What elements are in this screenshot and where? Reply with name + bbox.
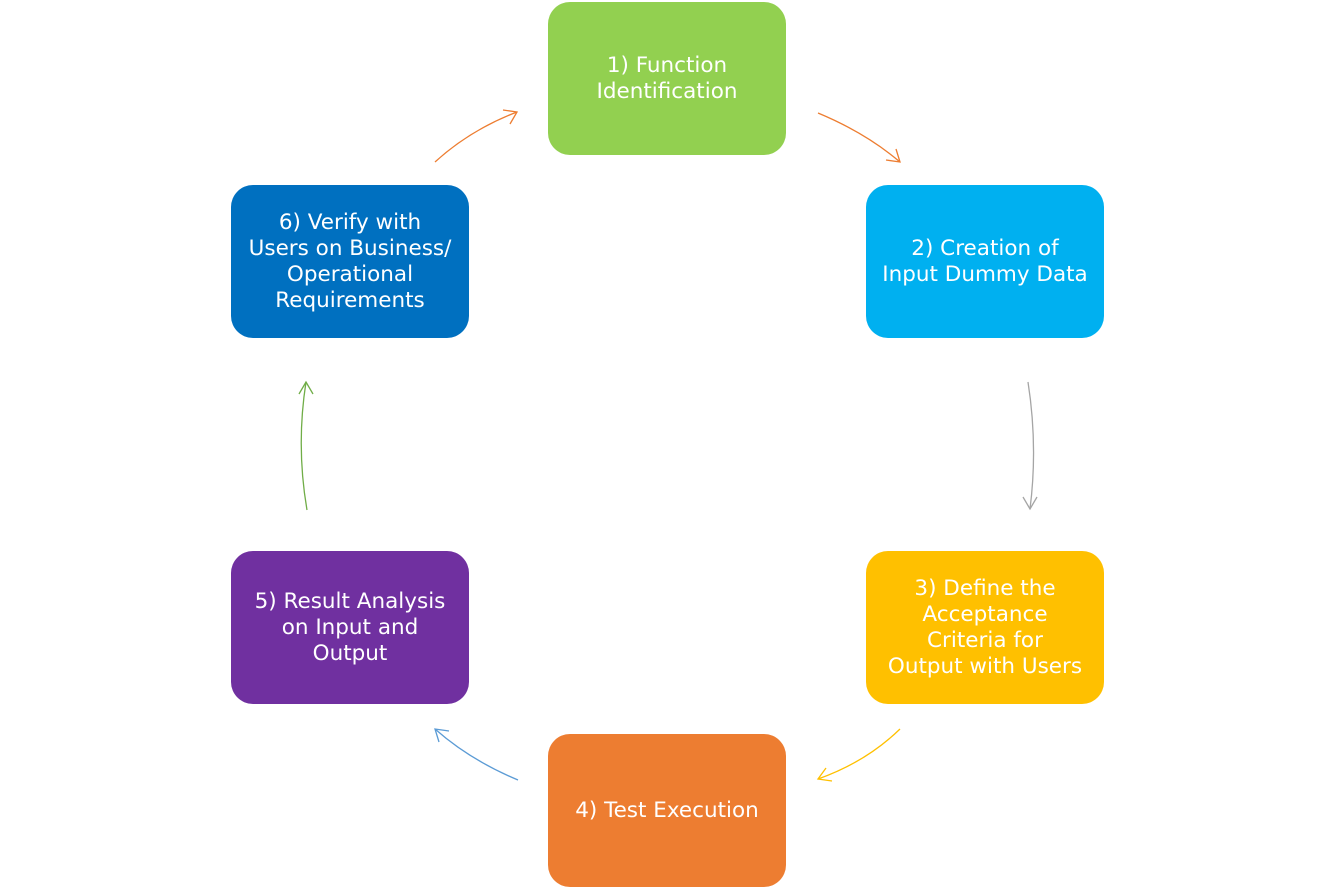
step-3-label: 3) Define the Acceptance Criteria for Ou… bbox=[887, 575, 1083, 679]
arrow-6-to-1 bbox=[434, 109, 519, 163]
arrow-4-to-5-line bbox=[434, 728, 519, 781]
step-5-result-analysis: 5) Result Analysis on Input and Output bbox=[231, 551, 469, 704]
arrow-1-to-2-head bbox=[885, 148, 901, 163]
arrow-6-to-1-line bbox=[434, 111, 518, 163]
arrow-3-to-4-line bbox=[817, 728, 901, 780]
step-4-label: 4) Test Execution bbox=[575, 797, 759, 823]
arrow-2-to-3-head bbox=[1022, 496, 1038, 511]
arrow-5-to-6-line bbox=[300, 381, 308, 511]
step-2-label: 2) Creation of Input Dummy Data bbox=[882, 235, 1088, 287]
step-5-label: 5) Result Analysis on Input and Output bbox=[254, 588, 446, 666]
step-4-test-execution: 4) Test Execution bbox=[548, 734, 786, 887]
arrow-4-to-5-head bbox=[434, 728, 450, 743]
arrow-3-to-4-head bbox=[816, 767, 833, 782]
step-1-function-identification: 1) Function Identification bbox=[548, 2, 786, 155]
arrow-5-to-6-head bbox=[298, 380, 314, 395]
step-6-label: 6) Verify with Users on Business/ Operat… bbox=[248, 209, 452, 313]
arrow-1-to-2 bbox=[817, 112, 901, 163]
step-1-label: 1) Function Identification bbox=[596, 52, 738, 104]
arrow-2-to-3 bbox=[1022, 381, 1038, 511]
step-3-define-acceptance-criteria: 3) Define the Acceptance Criteria for Ou… bbox=[866, 551, 1104, 704]
arrow-5-to-6 bbox=[298, 380, 314, 511]
arrow-3-to-4 bbox=[816, 728, 901, 782]
step-6-verify-with-users: 6) Verify with Users on Business/ Operat… bbox=[231, 185, 469, 338]
arrow-4-to-5 bbox=[434, 728, 519, 781]
step-2-creation-of-input-dummy-data: 2) Creation of Input Dummy Data bbox=[866, 185, 1104, 338]
arrow-6-to-1-head bbox=[502, 109, 519, 125]
arrow-1-to-2-line bbox=[817, 112, 901, 163]
arrow-2-to-3-line bbox=[1027, 381, 1035, 510]
